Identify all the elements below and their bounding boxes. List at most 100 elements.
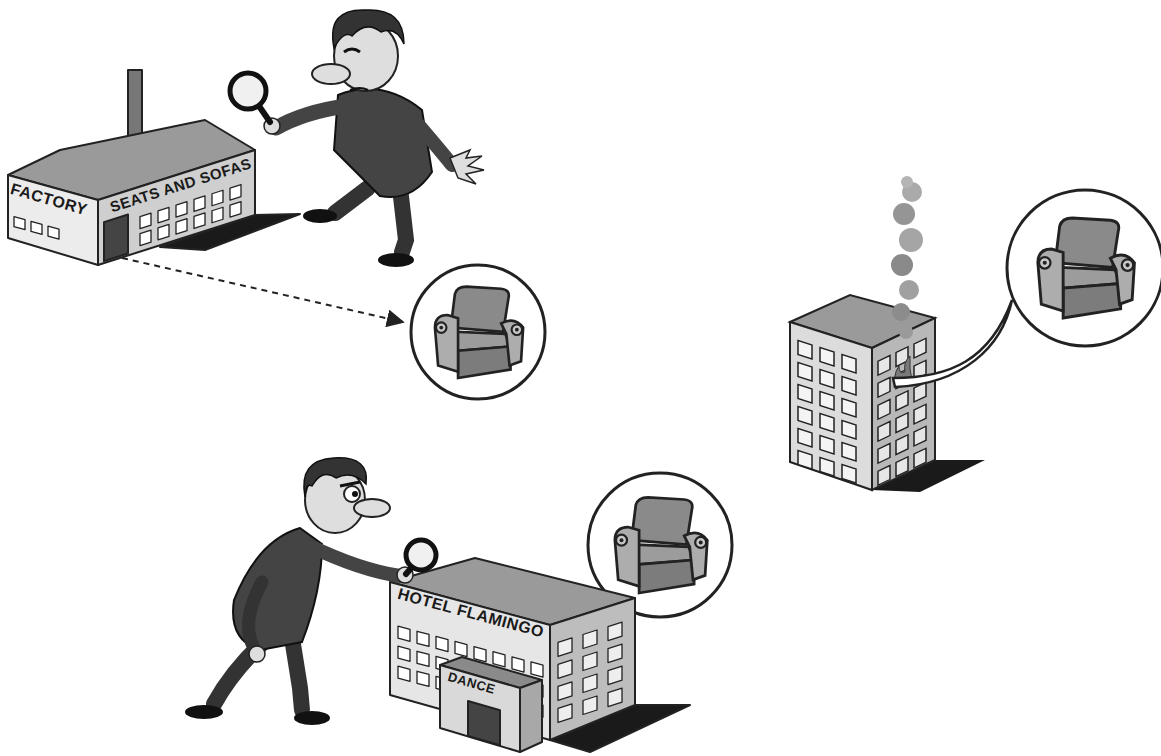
- window: [558, 682, 572, 701]
- smoke-puff: [899, 228, 923, 252]
- window: [398, 646, 410, 661]
- building: DANCE: [435, 650, 545, 755]
- building-wall: [98, 150, 255, 265]
- window: [417, 631, 429, 646]
- magnifier-handle: [406, 566, 413, 574]
- window: [608, 622, 622, 641]
- windows: [878, 338, 926, 485]
- detective-nose: [354, 499, 390, 517]
- window: [436, 636, 448, 651]
- window: [583, 652, 597, 671]
- building-wall: [790, 322, 872, 490]
- window: [398, 626, 410, 641]
- smoke-puff: [892, 303, 910, 321]
- speech-bubble: [1007, 190, 1161, 346]
- window: [608, 688, 622, 707]
- armchair-icon: [435, 287, 523, 378]
- window: [558, 638, 572, 657]
- detective-pupil: [352, 491, 358, 497]
- detective-figure: [230, 10, 484, 267]
- detective-leg: [292, 638, 302, 710]
- window: [230, 202, 241, 218]
- window: [417, 671, 429, 686]
- detective-arm: [249, 582, 262, 648]
- detective-shoe: [185, 705, 223, 719]
- building-shapes: [390, 558, 690, 752]
- detective-hand: [450, 150, 484, 184]
- building: FACTORYSEATS AND SOFAS: [0, 60, 310, 275]
- window: [583, 696, 597, 715]
- detective-leg: [214, 638, 268, 704]
- detective-shoe: [294, 711, 330, 725]
- detective-hand: [397, 567, 413, 583]
- detective-eye: [344, 486, 360, 502]
- window: [140, 230, 151, 246]
- detective-hair: [304, 458, 367, 497]
- building-wall: [550, 598, 635, 740]
- annex-wall: [520, 680, 542, 752]
- detective-mouth: [350, 88, 368, 90]
- building-outline: [435, 650, 545, 755]
- window: [455, 641, 467, 656]
- window: [583, 630, 597, 649]
- annex-wall: [440, 665, 520, 752]
- window: [158, 224, 169, 240]
- window-grid: [798, 341, 856, 483]
- smoke-puff: [893, 203, 915, 225]
- detective-nose: [312, 64, 350, 84]
- detective-figure: [185, 458, 436, 725]
- detective-head: [305, 467, 365, 533]
- detective-brow: [340, 482, 360, 486]
- building: HOTEL FLAMINGODANCE: [380, 550, 690, 756]
- armchair-icon: [615, 497, 707, 593]
- speech-tail: [893, 300, 1012, 387]
- window: [176, 219, 187, 235]
- window: [212, 207, 223, 223]
- detective-arm: [416, 122, 452, 165]
- window: [608, 666, 622, 685]
- window: [194, 196, 205, 212]
- window: [194, 213, 205, 229]
- detective-coat: [233, 528, 322, 650]
- window: [493, 652, 505, 667]
- window: [608, 644, 622, 663]
- windows: [798, 341, 856, 483]
- building-shapes: [8, 70, 300, 265]
- building-wall: [872, 318, 935, 490]
- window: [417, 651, 429, 666]
- window: [531, 662, 543, 677]
- detective-shoe: [378, 253, 414, 267]
- window: [558, 704, 572, 723]
- building-outline: [0, 60, 310, 275]
- window: [474, 647, 486, 662]
- window: [31, 221, 42, 234]
- detective-shoe: [303, 209, 337, 223]
- detective-hair: [333, 10, 404, 48]
- window: [512, 657, 524, 672]
- window: [212, 190, 223, 206]
- smoke-puff: [899, 280, 919, 300]
- chimney: [128, 70, 142, 140]
- magnifying-glass: [406, 540, 436, 570]
- callout-circle: [411, 265, 545, 399]
- window: [583, 674, 597, 693]
- smoke-puff: [891, 254, 913, 276]
- magnifying-glass: [230, 73, 266, 109]
- window: [230, 185, 241, 201]
- detective-arm: [310, 546, 400, 576]
- door: [104, 214, 128, 261]
- building-wall: [8, 175, 98, 265]
- window: [48, 226, 59, 239]
- window: [558, 660, 572, 679]
- detective-eye: [344, 49, 360, 52]
- smoke: [891, 176, 923, 339]
- detective-leg: [335, 188, 368, 213]
- magnifier-handle: [259, 106, 270, 122]
- window: [14, 217, 25, 230]
- detective-leg: [400, 188, 406, 252]
- smoke-puff: [901, 176, 913, 188]
- armchair-icon: [1038, 218, 1135, 318]
- door: [468, 701, 500, 745]
